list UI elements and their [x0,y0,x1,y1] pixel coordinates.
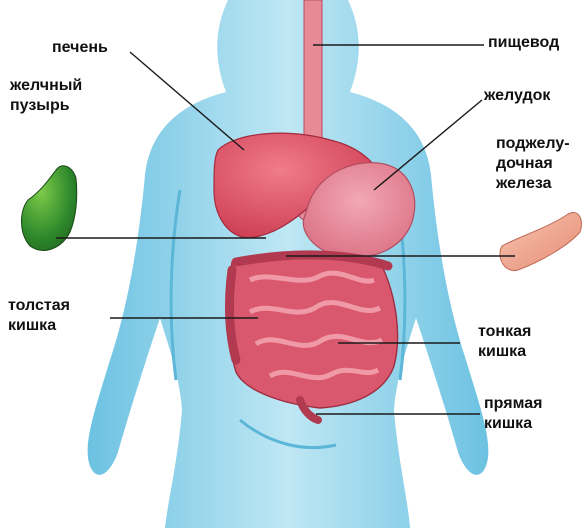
label-gallbladder: желчный пузырь [10,76,82,116]
pancreas-organ [500,213,582,271]
label-liver: печень [52,38,108,58]
label-esophagus: пищевод [488,33,559,53]
label-small-intestine: тонкая кишка [478,322,531,362]
label-large-intestine: толстая кишка [8,296,70,336]
label-rectum: прямая кишка [484,394,542,434]
label-stomach: желудок [484,86,550,106]
label-pancreas: поджелу- дочная железа [496,134,570,194]
